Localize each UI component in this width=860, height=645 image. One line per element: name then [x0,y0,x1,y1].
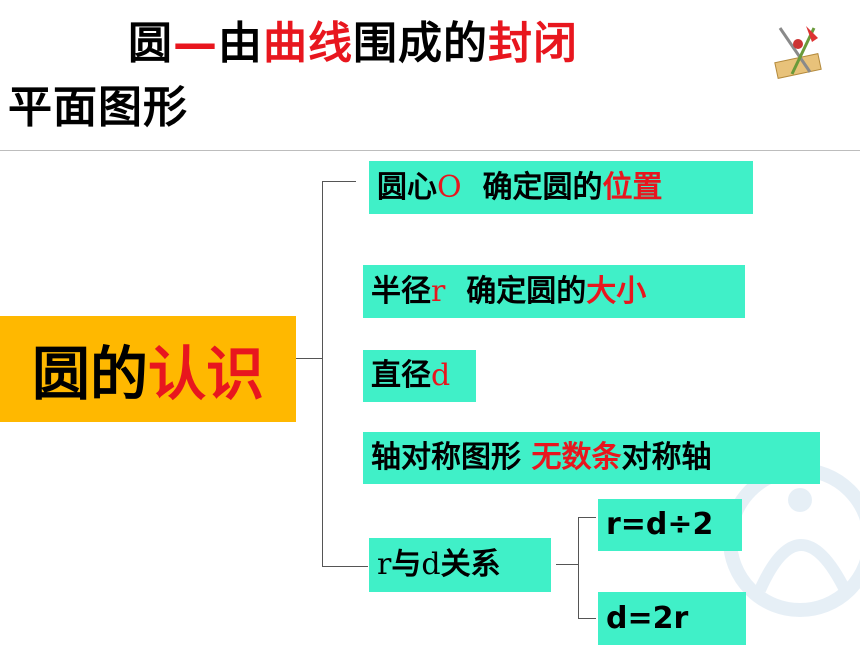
title-closed: 封闭 [488,18,578,69]
symmetry-label: 轴对称图形 [371,440,532,475]
connector-trunk [322,181,323,567]
center-position: 位置 [602,169,663,205]
title-divider [0,150,860,151]
main-topic-box: 圆的认识 [0,316,296,422]
connector-relation-stub [556,564,578,565]
connector-top [322,181,356,182]
page-title: 圆—由曲线围成的封闭 [128,22,578,66]
radius-size: 大小 [586,273,647,309]
radius-symbol: r [431,273,446,309]
connector-relation-trunk [578,517,579,619]
formula-radius: r=d÷2 [606,507,714,542]
relation-r: r [377,547,392,582]
connector-main-stub [296,358,322,359]
title-part-enclosed-by: 围成的 [353,18,488,69]
title-curve: 曲线 [263,18,353,69]
title-dash: — [173,18,218,69]
diameter-symbol: d [431,358,451,393]
connector-bottom [322,566,368,567]
diameter-label: 直径 [371,358,431,393]
tools-icon [774,26,822,79]
radius-label: 半径 [371,273,431,309]
center-desc: 确定圆的 [461,169,603,205]
title-part-yuan: 圆 [128,18,173,69]
formula-radius-box: r=d÷2 [598,499,742,551]
connector-relation-top [578,517,596,518]
page-title-line2: 平面图形 [8,82,188,133]
formula-diameter-box: d=2r [598,592,746,645]
center-symbol: O [437,169,462,205]
relation-label: 关系 [440,547,501,582]
title-part-you: 由 [218,18,263,69]
branch-symmetry-box: 轴对称图形 无数条对称轴 [363,432,820,484]
symmetry-countless: 无数条 [531,440,622,475]
relation-and: 与 [391,547,422,582]
main-topic-part1: 圆的 [31,340,148,408]
center-label: 圆心 [377,169,437,205]
main-topic-part2: 认识 [148,340,265,408]
connector-relation-bottom [578,618,596,619]
radius-desc: 确定圆的 [445,273,587,309]
symmetry-axis: 对称轴 [621,440,712,475]
relation-d: d [421,547,441,582]
formula-diameter: d=2r [606,600,689,636]
